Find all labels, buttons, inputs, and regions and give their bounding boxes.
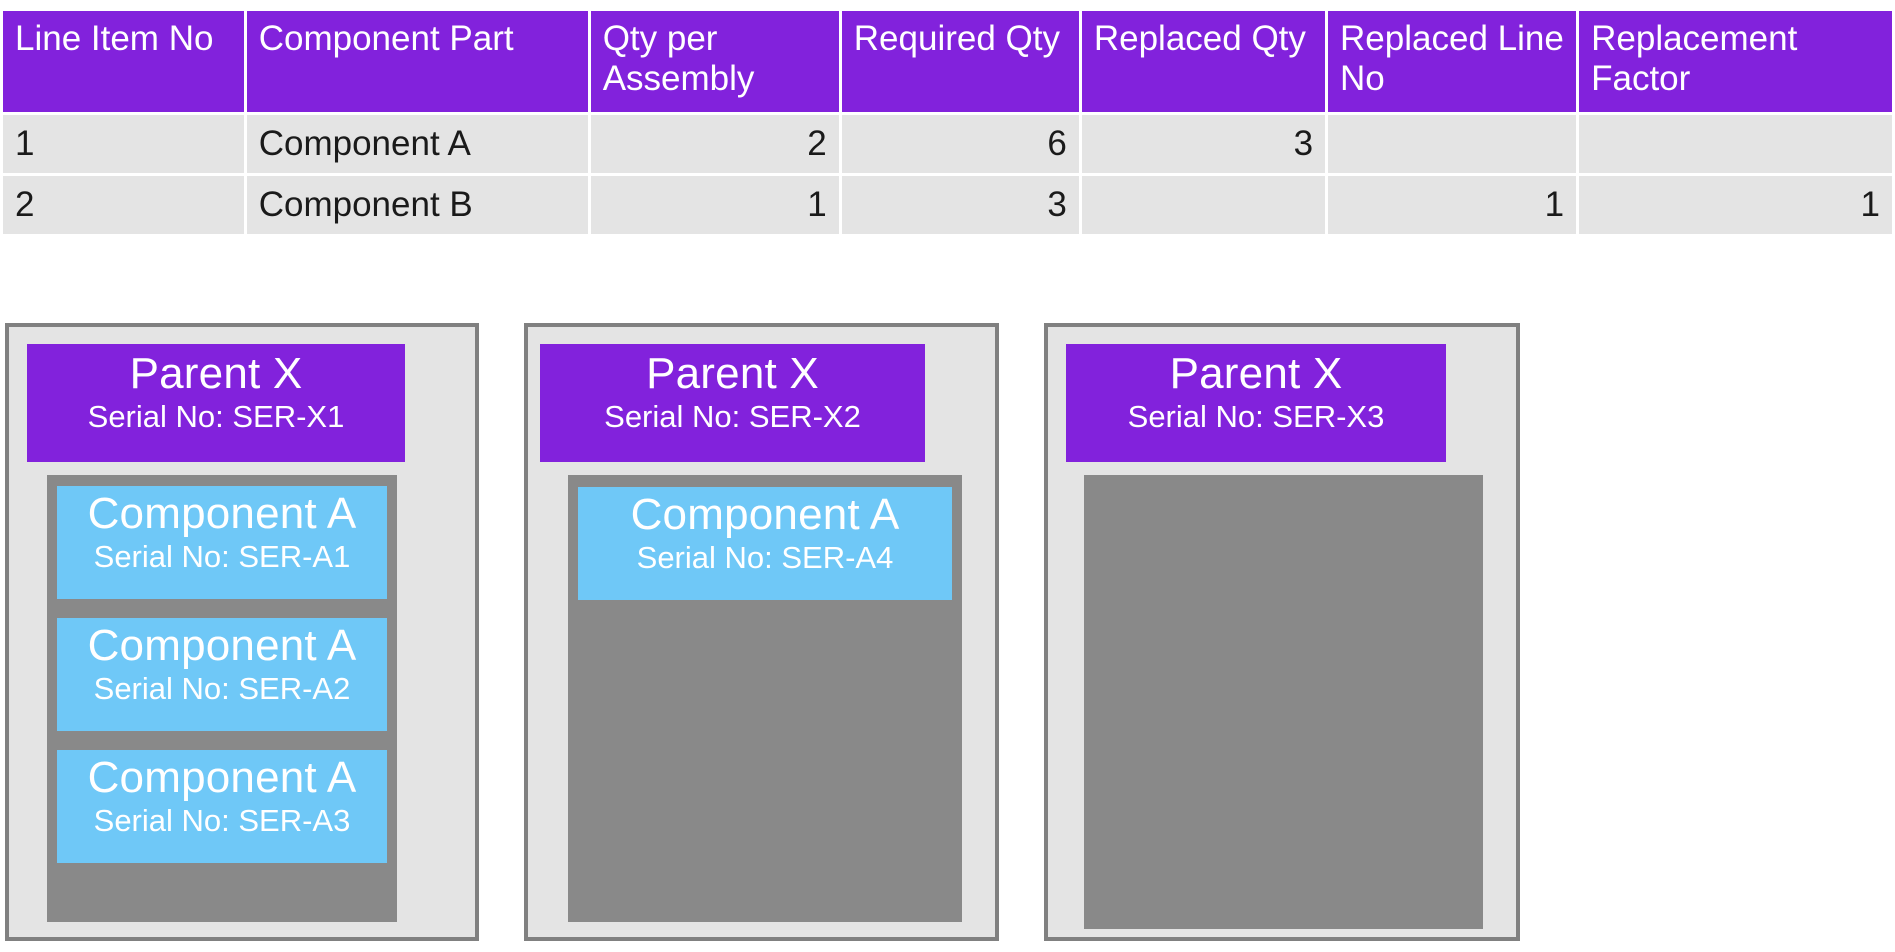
parent-title: Parent X: [129, 349, 303, 398]
cell-qty-per-assembly: 2: [590, 115, 839, 174]
parent-title: Parent X: [1169, 349, 1343, 398]
cell-component-part: Component B: [246, 176, 588, 235]
cell-required-qty: 3: [841, 176, 1079, 235]
cell-component-part: Component A: [246, 115, 588, 174]
component-serial: Serial No: SER-A1: [93, 539, 351, 574]
column-header-component-part[interactable]: Component Part: [246, 11, 588, 113]
component-slot-container-empty: [1084, 475, 1483, 929]
column-header-line-item-no[interactable]: Line Item No: [3, 11, 244, 113]
component-title: Component A: [87, 621, 357, 670]
component-chip-ser-a3[interactable]: Component A Serial No: SER-A3: [57, 750, 387, 863]
cell-replaced-qty: [1081, 176, 1326, 235]
component-serial: Serial No: SER-A2: [93, 671, 351, 706]
column-header-replacement-factor[interactable]: Replacement Factor: [1579, 11, 1892, 113]
column-header-replaced-line-no[interactable]: Replaced Line No: [1328, 11, 1577, 113]
column-header-qty-per-assembly[interactable]: Qty per Assembly: [590, 11, 839, 113]
parent-header[interactable]: Parent X Serial No: SER-X1: [27, 344, 405, 462]
cell-replacement-factor: [1579, 115, 1892, 174]
table-header-row: Line Item No Component Part Qty per Asse…: [3, 11, 1892, 113]
column-header-replaced-qty[interactable]: Replaced Qty: [1081, 11, 1326, 113]
component-title: Component A: [630, 490, 900, 539]
table-row[interactable]: 2 Component B 1 3 1 1: [3, 176, 1892, 235]
component-slot-container: Component A Serial No: SER-A4: [568, 475, 962, 922]
parent-title: Parent X: [646, 349, 819, 398]
cell-line-item-no: 1: [3, 115, 244, 174]
component-chip-ser-a1[interactable]: Component A Serial No: SER-A1: [57, 486, 387, 599]
component-title: Component A: [87, 489, 357, 538]
parent-serial: Serial No: SER-X3: [1127, 399, 1385, 434]
parent-assembly-cards: Parent X Serial No: SER-X1 Component A S…: [0, 323, 1895, 952]
parent-serial: Serial No: SER-X1: [87, 399, 345, 434]
component-title: Component A: [87, 753, 357, 802]
component-chip-ser-a2[interactable]: Component A Serial No: SER-A2: [57, 618, 387, 731]
cell-qty-per-assembly: 1: [590, 176, 839, 235]
table-body: 1 Component A 2 6 3 2 Component B 1 3 1 …: [3, 115, 1892, 235]
cell-required-qty: 6: [841, 115, 1079, 174]
cell-replaced-qty: 3: [1081, 115, 1326, 174]
cell-line-item-no: 2: [3, 176, 244, 235]
cell-replaced-line-no: 1: [1328, 176, 1577, 235]
component-slot-container: Component A Serial No: SER-A1 Component …: [47, 475, 397, 922]
parent-card-ser-x3[interactable]: Parent X Serial No: SER-X3: [1044, 323, 1520, 941]
column-header-required-qty[interactable]: Required Qty: [841, 11, 1079, 113]
component-serial: Serial No: SER-A3: [93, 803, 351, 838]
parent-card-ser-x2[interactable]: Parent X Serial No: SER-X2 Component A S…: [524, 323, 999, 941]
parent-header[interactable]: Parent X Serial No: SER-X2: [540, 344, 925, 462]
parent-header[interactable]: Parent X Serial No: SER-X3: [1066, 344, 1446, 462]
cell-replacement-factor: 1: [1579, 176, 1892, 235]
bom-table: Line Item No Component Part Qty per Asse…: [0, 8, 1895, 237]
cell-replaced-line-no: [1328, 115, 1577, 174]
table-row[interactable]: 1 Component A 2 6 3: [3, 115, 1892, 174]
parent-serial: Serial No: SER-X2: [604, 399, 861, 434]
parent-card-ser-x1[interactable]: Parent X Serial No: SER-X1 Component A S…: [5, 323, 479, 941]
table-header: Line Item No Component Part Qty per Asse…: [3, 11, 1892, 113]
component-serial: Serial No: SER-A4: [636, 540, 894, 575]
component-chip-ser-a4[interactable]: Component A Serial No: SER-A4: [578, 487, 952, 600]
